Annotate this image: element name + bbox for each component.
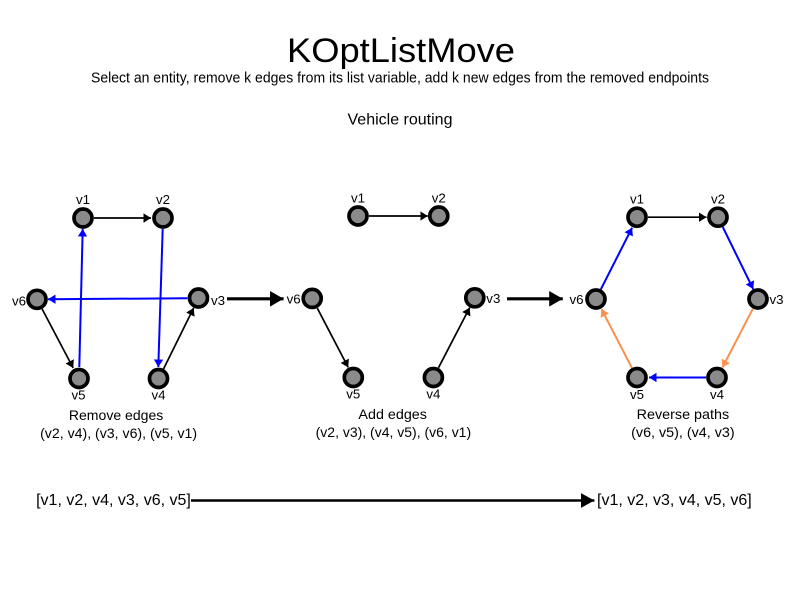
svg-text:Vehicle routing: Vehicle routing xyxy=(348,112,453,129)
svg-text:(v2, v3), (v4, v5), (v6, v1): (v2, v3), (v4, v5), (v6, v1) xyxy=(316,425,472,440)
svg-text:v4: v4 xyxy=(426,387,440,402)
svg-text:(v6, v5), (v4, v3): (v6, v5), (v4, v3) xyxy=(631,425,735,440)
svg-text:v2: v2 xyxy=(711,191,725,206)
svg-text:v5: v5 xyxy=(71,388,85,403)
svg-text:v6: v6 xyxy=(569,292,583,307)
svg-text:v5: v5 xyxy=(346,387,360,402)
svg-text:v6: v6 xyxy=(12,294,26,309)
svg-text:v3: v3 xyxy=(486,291,500,306)
svg-text:v1: v1 xyxy=(76,192,90,207)
svg-text:[v1, v2, v3, v4, v5, v6]: [v1, v2, v3, v4, v5, v6] xyxy=(597,492,752,509)
svg-text:v3: v3 xyxy=(770,292,784,307)
svg-text:v5: v5 xyxy=(630,387,644,402)
svg-text:Add edges: Add edges xyxy=(358,407,427,422)
svg-text:v1: v1 xyxy=(630,191,644,206)
svg-text:Reverse paths: Reverse paths xyxy=(637,407,730,422)
svg-text:v1: v1 xyxy=(351,191,365,206)
svg-text:Remove edges: Remove edges xyxy=(69,408,164,423)
svg-text:[v1, v2, v4, v3, v6, v5]: [v1, v2, v4, v3, v6, v5] xyxy=(36,492,191,509)
svg-text:v2: v2 xyxy=(156,192,170,207)
svg-text:Select an entity, remove k edg: Select an entity, remove k edges from it… xyxy=(91,70,709,86)
svg-text:v4: v4 xyxy=(710,387,724,402)
svg-text:KOptListMove: KOptListMove xyxy=(287,32,515,70)
svg-text:v3: v3 xyxy=(211,293,225,308)
svg-text:v6: v6 xyxy=(287,291,301,306)
svg-text:(v2, v4), (v3, v6), (v5, v1): (v2, v4), (v3, v6), (v5, v1) xyxy=(40,426,197,441)
svg-text:v4: v4 xyxy=(151,388,165,403)
svg-text:v2: v2 xyxy=(432,191,446,206)
